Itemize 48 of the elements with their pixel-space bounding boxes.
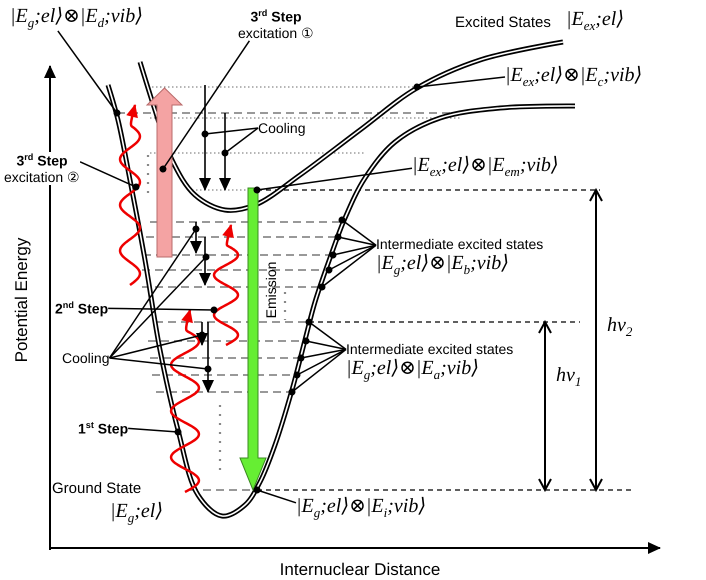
leader-line (298, 348, 346, 362)
step-label: 2$^{nd}$ Step (55, 300, 108, 317)
step-label: 1$^{st}$ Step (78, 420, 128, 437)
leader-line (109, 357, 212, 372)
leader-line (80, 161, 140, 190)
leader-line (288, 348, 346, 396)
curve-label: Excited States (455, 14, 551, 32)
intermediate-states-label: Intermediate excited states (376, 236, 544, 252)
intermediate-states-label: Intermediate excited states (346, 341, 514, 358)
emission-label: Emission (262, 262, 280, 318)
axis-title: Potential Energy (12, 238, 32, 362)
axis-title: Internuclear Distance (280, 560, 440, 580)
leader-line (108, 254, 210, 359)
state-label: |E$_{g}$;el⟩ (110, 500, 164, 526)
state-label: |E$_{g}$;el⟩⊗|E$_{d}$;vib⟩ (10, 5, 143, 31)
excitation-label: excitation ② (4, 168, 80, 185)
photon-energy-label: hν$_{2}$ (607, 314, 632, 340)
state-label: |E$_{g}$;el⟩⊗|E$_{a}$;vib⟩ (346, 357, 480, 384)
cooling-label: Cooling (62, 350, 110, 366)
state-label: |E$_{ex}$;el⟩⊗|E$_{em}$;vib⟩ (412, 154, 559, 180)
photon-energy-label: hν$_{1}$ (556, 364, 582, 390)
cooling-label: Cooling (258, 120, 306, 136)
state-label: |E$_{g}$;el⟩⊗|E$_{i}$;vib⟩ (296, 495, 426, 521)
leader-line (326, 244, 376, 274)
leader-line (338, 216, 376, 246)
leader-line (414, 76, 506, 90)
leader-line (334, 234, 376, 246)
leader-line (109, 332, 206, 359)
leader-line (306, 318, 346, 350)
leader-line (294, 348, 346, 378)
leader-line (108, 306, 218, 314)
curve-label: Ground State (52, 480, 142, 498)
state-label: |E$_{ex}$;el⟩ (566, 8, 624, 34)
leader-line (318, 244, 376, 290)
leader-line (222, 127, 258, 156)
leader-line (108, 226, 200, 358)
leader-line (254, 168, 412, 194)
leader-line (302, 338, 346, 350)
leader-line (254, 486, 296, 504)
leader-line (57, 30, 120, 116)
leader-line (128, 428, 182, 436)
leader-line (160, 40, 250, 172)
leader-line (202, 127, 258, 138)
state-label: |E$_{ex}$;el⟩⊗|E$_{c}$;vib⟩ (505, 64, 642, 90)
excitation-label: excitation ① (238, 24, 314, 41)
step-label: 3$^{rd}$ Step (249, 8, 303, 25)
state-label: |E$_{g}$;el⟩⊗|E$_{b}$;vib⟩ (376, 252, 510, 278)
leader-line (330, 244, 376, 258)
